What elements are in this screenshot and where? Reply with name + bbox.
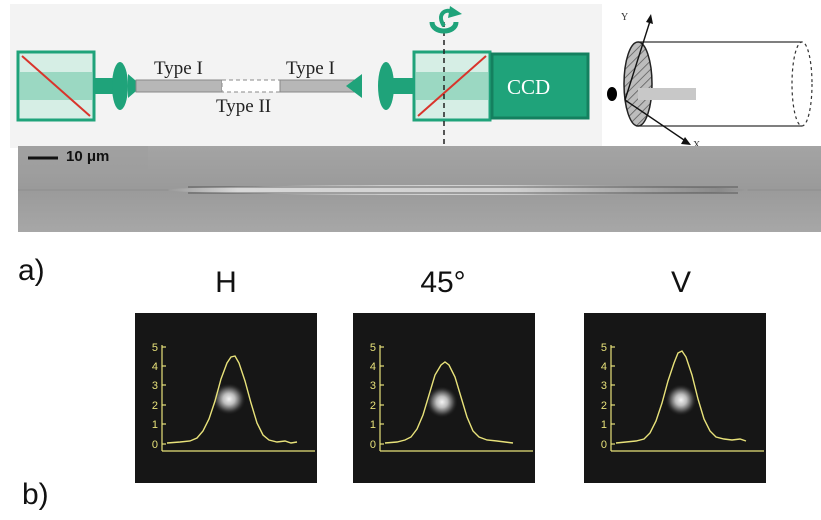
type-i-right-label: Type I xyxy=(286,58,335,79)
y-tick-3: 3 xyxy=(601,380,607,392)
polarization-label-h: H xyxy=(215,266,237,299)
right-focus-cone xyxy=(346,74,362,98)
mode-profile-h: 5 4 3 2 1 0 xyxy=(152,342,315,452)
right-lens xyxy=(378,62,394,110)
y-axis-label: Y xyxy=(621,12,628,23)
left-connector xyxy=(94,78,114,94)
y-tick-4: 4 xyxy=(601,361,607,373)
y-tick-1: 1 xyxy=(601,419,607,431)
waveguide-type-ii xyxy=(221,79,281,93)
y-tick-0: 0 xyxy=(370,439,376,451)
waveguide-micrograph: 10 μm xyxy=(18,146,821,232)
ccd-camera xyxy=(490,52,590,120)
mode-profile-45: 5 4 3 2 1 0 xyxy=(370,342,533,452)
mode-spot xyxy=(426,386,458,418)
y-tick-0: 0 xyxy=(152,439,158,451)
rotation-arrow-icon xyxy=(429,6,462,34)
waveguide-type-i-left xyxy=(135,79,223,93)
left-lens xyxy=(112,62,128,110)
left-polarizer-cube xyxy=(16,50,96,122)
setup-diagram: Type I Type I Type II CCD xyxy=(16,6,590,148)
y-tick-4: 4 xyxy=(370,361,376,373)
y-tick-5: 5 xyxy=(152,342,158,354)
intensity-profile-v xyxy=(615,350,747,444)
scale-bar-label: 10 μm xyxy=(66,148,110,165)
input-spot xyxy=(607,87,617,101)
mode-panel-h: 5 4 3 2 1 0 xyxy=(135,313,317,483)
x-axis-label: X xyxy=(693,140,701,148)
y-tick-0: 0 xyxy=(601,439,607,451)
y-tick-2: 2 xyxy=(370,400,376,412)
polarization-label-45: 45° xyxy=(420,266,466,299)
y-tick-3: 3 xyxy=(152,380,158,392)
fiber-diagram: Y X xyxy=(607,12,813,151)
fiber-end-face xyxy=(623,41,653,127)
fiber-axes-sketch: Y X xyxy=(605,4,817,151)
y-tick-4: 4 xyxy=(152,361,158,373)
analyzer-cube xyxy=(412,50,492,122)
y-tick-3: 3 xyxy=(370,380,376,392)
mode-spot xyxy=(665,384,697,416)
left-focus-cone xyxy=(128,74,142,98)
intensity-profile-h xyxy=(166,355,298,444)
guided-mode-region xyxy=(638,88,696,100)
y-tick-2: 2 xyxy=(152,400,158,412)
waveguide-type-i-right xyxy=(279,79,357,93)
mode-panel-v: 5 4 3 2 1 0 xyxy=(584,313,766,483)
mode-profile-v: 5 4 3 2 1 0 xyxy=(601,342,764,452)
ccd-label: CCD xyxy=(507,75,550,99)
type-i-left-label: Type I xyxy=(154,58,203,79)
mode-spot xyxy=(212,383,246,415)
type-ii-label: Type II xyxy=(216,96,271,117)
part-b-label: b) xyxy=(22,478,49,511)
mode-panel-45: 5 4 3 2 1 0 xyxy=(353,313,535,483)
setup-schematic: Type I Type I Type II CCD xyxy=(10,4,602,148)
y-tick-1: 1 xyxy=(152,419,158,431)
intensity-profile-45 xyxy=(384,361,514,444)
y-tick-5: 5 xyxy=(601,342,607,354)
right-connector xyxy=(392,78,414,94)
y-tick-1: 1 xyxy=(370,419,376,431)
y-tick-5: 5 xyxy=(370,342,376,354)
polarization-label-v: V xyxy=(670,266,691,299)
part-a-label: a) xyxy=(18,254,45,287)
y-tick-2: 2 xyxy=(601,400,607,412)
micrograph-image xyxy=(18,146,821,232)
